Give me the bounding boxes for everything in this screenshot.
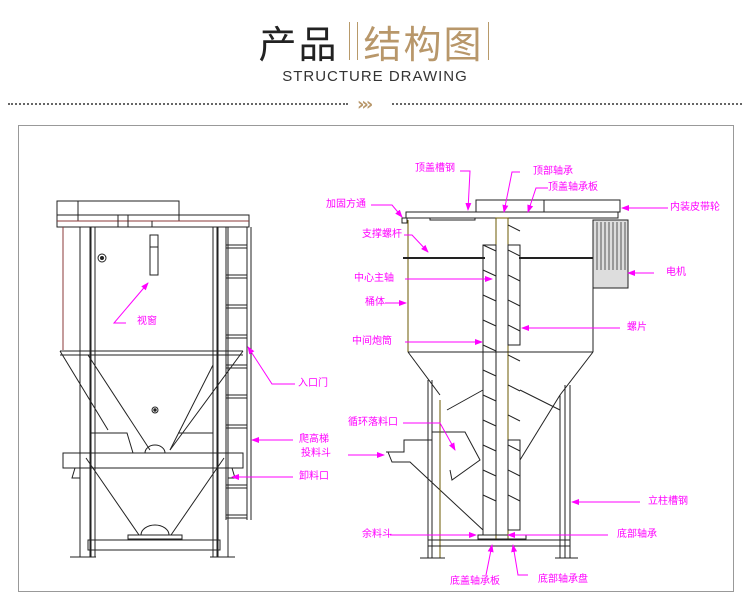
divider-left <box>8 103 348 105</box>
motor <box>592 219 629 289</box>
leader-lines <box>112 170 668 576</box>
title-separator-right <box>487 22 492 60</box>
bolt-icon <box>97 253 107 263</box>
middle-tube-right-upper <box>507 244 521 346</box>
top-cover <box>405 211 619 219</box>
reinforcing-tube <box>401 217 408 224</box>
label-discharge-port: 卸料口 <box>299 471 329 482</box>
double-chevron-right-icon: ››› <box>357 94 373 115</box>
bottom-bearing-plate <box>477 534 527 540</box>
middle-tube-right-lower <box>507 439 521 531</box>
label-support-rod: 支撑螺杆 <box>362 229 402 240</box>
feed-platform <box>62 452 244 469</box>
right-machine <box>386 199 629 559</box>
label-screw-blade: 螺片 <box>627 322 647 333</box>
title-separator <box>348 22 358 60</box>
left-machine <box>56 200 252 558</box>
label-sight-window: 视窗 <box>137 316 157 327</box>
label-bottom-cover-bearing-plate: 底盖轴承板 <box>450 576 500 587</box>
bolt-icon <box>151 406 159 414</box>
title-accent: 结构图 <box>363 22 484 67</box>
screw-blades <box>482 224 521 502</box>
label-motor: 电机 <box>666 267 686 278</box>
label-access-door: 入口门 <box>298 378 328 389</box>
label-top-cover-channel: 顶盖槽钢 <box>415 163 455 174</box>
label-recirculation-port: 循环落料口 <box>348 417 398 428</box>
middle-tube-left <box>482 244 497 536</box>
label-reinforcing-square-tube: 加固方通 <box>326 199 366 210</box>
header: 产品 结构图 <box>0 14 750 68</box>
label-barrel: 桶体 <box>365 297 385 308</box>
bottom-frame <box>427 539 571 547</box>
subtitle: STRUCTURE DRAWING <box>282 68 468 85</box>
page-title: 产品 结构图 <box>0 14 750 68</box>
label-residual-hopper: 余料斗 <box>362 529 392 540</box>
label-column-channel: 立柱槽钢 <box>648 496 688 507</box>
sight-window <box>149 234 159 276</box>
center-shaft <box>495 217 509 541</box>
title-dark: 产品 <box>258 22 339 67</box>
ladder-rungs <box>225 244 248 519</box>
pulley-cover <box>475 199 621 213</box>
label-internal-pulley: 内装皮带轮 <box>670 202 720 213</box>
label-feed-hopper: 投料斗 <box>301 448 331 459</box>
label-top-bearing: 顶部轴承 <box>533 166 573 177</box>
label-middle-tube: 中间炮筒 <box>352 336 392 347</box>
label-bottom-bearing: 底部轴承 <box>617 529 657 540</box>
label-top-cover-bearing-plate: 顶盖轴承板 <box>548 182 598 193</box>
label-bottom-bearing-plate: 底部轴承盘 <box>538 574 588 585</box>
label-center-shaft: 中心主轴 <box>354 273 394 284</box>
label-ladder: 爬高梯 <box>299 434 329 445</box>
diagram-frame <box>18 125 734 592</box>
divider-right <box>392 103 742 105</box>
